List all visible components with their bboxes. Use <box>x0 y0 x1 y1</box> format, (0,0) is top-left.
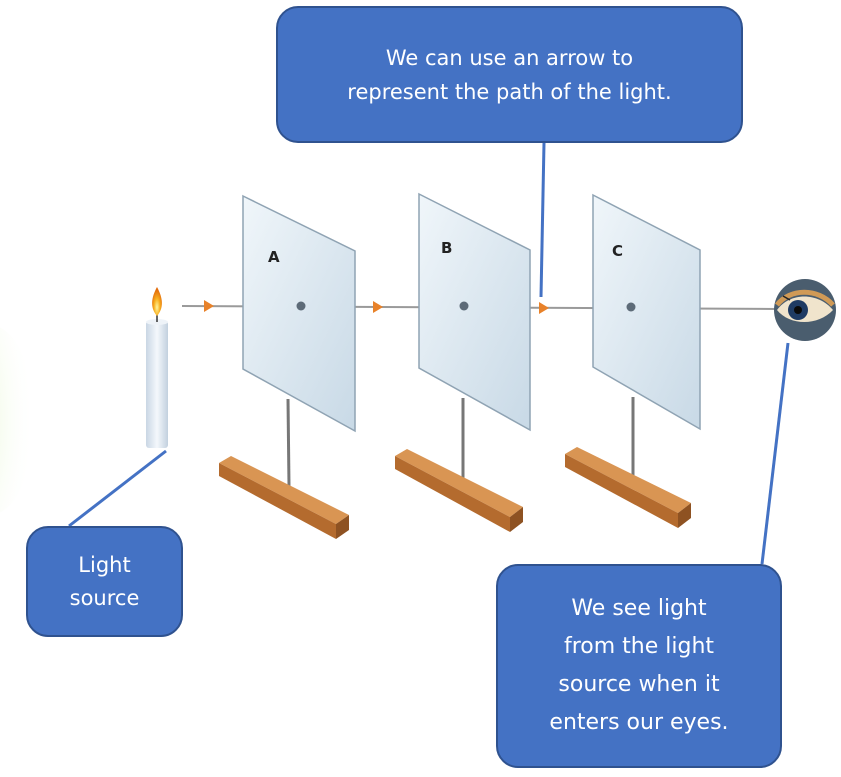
leader-line-top <box>539 142 546 298</box>
ray-arrowhead <box>204 300 214 312</box>
panel-label-a: A <box>268 248 280 266</box>
callout-light-source-text: Light source <box>69 552 140 610</box>
panel-a: A <box>219 194 356 539</box>
pinhole <box>459 301 469 311</box>
screen-card <box>242 194 356 433</box>
ray-arrowhead <box>539 302 549 314</box>
callout-arrow-path-text: We can use an arrow to represent the pat… <box>347 45 672 104</box>
panel-c: C <box>565 193 701 528</box>
panel-label-b: B <box>441 239 452 257</box>
leader-line-left <box>68 449 167 528</box>
eye-icon <box>774 279 836 341</box>
screen-card <box>592 193 701 431</box>
panel-b: B <box>395 192 531 532</box>
callout-eye: We see light from the light source when … <box>496 564 782 768</box>
ray-arrowhead <box>373 301 383 313</box>
callout-light-source: Light source <box>26 526 183 637</box>
leader-line-right <box>760 342 790 565</box>
wooden-stand-icon <box>565 447 691 528</box>
wooden-stand-icon <box>219 456 349 539</box>
screen-card <box>418 192 531 432</box>
callout-arrow-path: We can use an arrow to represent the pat… <box>276 6 743 143</box>
callout-eye-text: We see light from the light source when … <box>549 596 729 735</box>
candle-icon <box>146 287 168 448</box>
pinhole <box>626 302 636 312</box>
wooden-stand-icon <box>395 449 523 532</box>
stand-rod <box>286 398 291 487</box>
background-glow <box>0 327 35 513</box>
pinhole <box>296 301 306 311</box>
panel-label-c: C <box>612 242 623 260</box>
